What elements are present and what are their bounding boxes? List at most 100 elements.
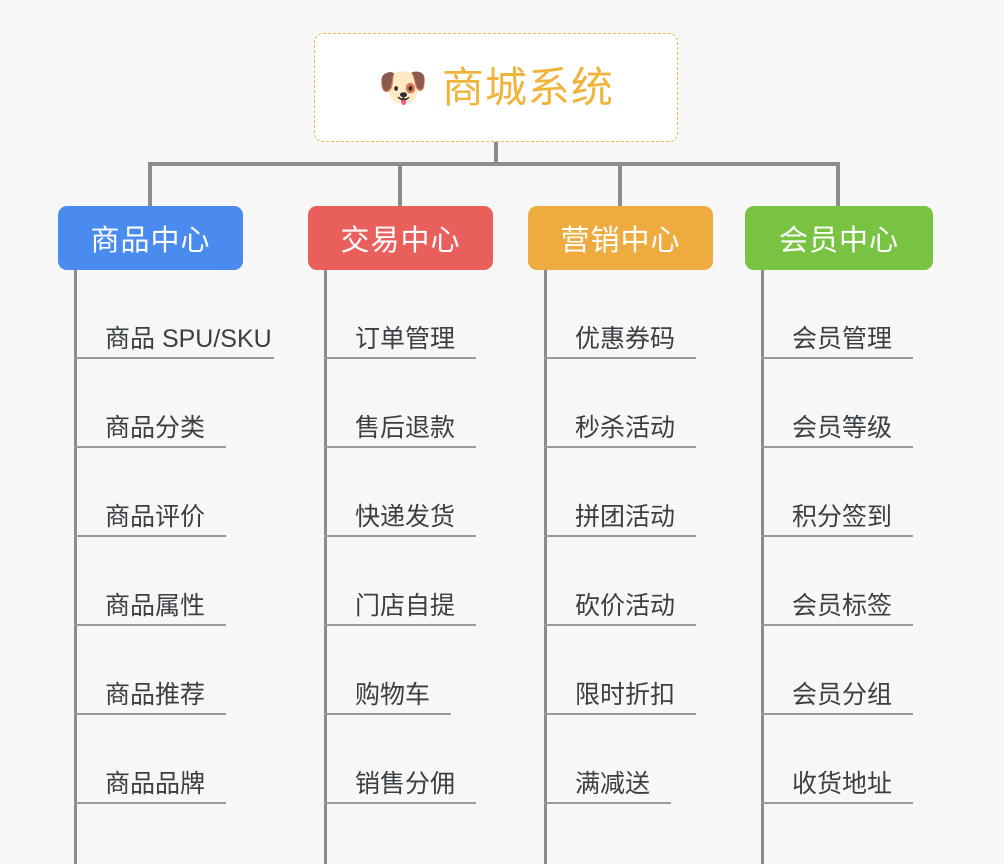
list-item[interactable]: 商品品牌 <box>74 715 272 804</box>
leaf-underline <box>761 624 913 626</box>
leaf-list-member-center: 会员管理 会员等级 积分签到 会员标签 会员分组 收货地址 <box>761 270 933 864</box>
leaf-label: 商品评价 <box>105 502 206 531</box>
leaf-label: 限时折扣 <box>575 680 676 709</box>
leaf-underline <box>324 624 476 626</box>
leaf-label: 拼团活动 <box>575 502 676 531</box>
leaf-label: 会员分组 <box>792 680 893 709</box>
leaf-label: 售后退款 <box>355 413 456 442</box>
list-item[interactable]: 商品推荐 <box>74 626 272 715</box>
leaf-label: 秒杀活动 <box>575 413 676 442</box>
category-label: 商品中心 <box>90 225 211 257</box>
leaf-label: 砍价活动 <box>575 591 676 620</box>
dog-face-icon: 🐶 <box>378 65 428 110</box>
leaf-spine <box>761 270 764 864</box>
leaf-label: 订单管理 <box>355 324 456 353</box>
leaf-label: 商品 SPU/SKU <box>105 324 272 353</box>
leaf-underline <box>544 624 696 626</box>
root-node[interactable]: 🐶 商城系统 <box>314 33 678 142</box>
category-box-marketing-center[interactable]: 营销中心 <box>528 206 713 270</box>
leaf-label: 门店自提 <box>355 591 456 620</box>
leaf-underline <box>761 357 913 359</box>
list-item[interactable]: 会员等级 <box>761 359 933 448</box>
leaf-list-marketing-center: 优惠券码 秒杀活动 拼团活动 砍价活动 限时折扣 满减送 <box>544 270 713 864</box>
list-item[interactable]: 会员管理 <box>761 270 933 359</box>
leaf-label: 优惠券码 <box>575 324 676 353</box>
mindmap-canvas: 🐶 商城系统 商品中心 商品 SPU/SKU 商品分类 商品评价 <box>58 33 933 864</box>
leaf-label: 商品属性 <box>105 591 206 620</box>
list-item[interactable]: 商品评价 <box>74 448 272 537</box>
category-box-member-center[interactable]: 会员中心 <box>745 206 933 270</box>
leaf-underline <box>74 535 226 537</box>
leaf-label: 会员等级 <box>792 413 893 442</box>
list-item[interactable]: 售后退款 <box>324 359 493 448</box>
leaf-underline <box>544 357 696 359</box>
leaf-underline <box>544 535 696 537</box>
category-box-product-center[interactable]: 商品中心 <box>58 206 243 270</box>
list-item[interactable]: 拼团活动 <box>544 448 713 537</box>
leaf-label: 会员管理 <box>792 324 893 353</box>
list-item[interactable]: 快递发货 <box>324 448 493 537</box>
leaf-underline <box>74 446 226 448</box>
leaf-underline <box>324 802 476 804</box>
branch-connector-product-center <box>148 162 152 210</box>
list-item[interactable]: 会员分组 <box>761 626 933 715</box>
leaf-underline <box>544 713 696 715</box>
leaf-list-trade-center: 订单管理 售后退款 快递发货 门店自提 购物车 销售分佣 <box>324 270 493 864</box>
leaf-underline <box>74 357 274 359</box>
list-item[interactable]: 收货地址 <box>761 715 933 804</box>
leaf-underline <box>761 802 913 804</box>
list-item[interactable]: 砍价活动 <box>544 537 713 626</box>
list-item[interactable]: 秒杀活动 <box>544 359 713 448</box>
leaf-label: 满减送 <box>575 769 651 798</box>
leaf-spine <box>324 270 327 864</box>
list-item[interactable]: 优惠券码 <box>544 270 713 359</box>
list-item[interactable]: 限时折扣 <box>544 626 713 715</box>
category-label: 营销中心 <box>560 225 681 257</box>
category-label: 交易中心 <box>340 225 461 257</box>
leaf-spine <box>544 270 547 864</box>
leaf-underline <box>324 535 476 537</box>
leaf-label: 商品品牌 <box>105 769 206 798</box>
leaf-underline <box>324 357 476 359</box>
root-connector-bar <box>148 162 840 166</box>
leaf-label: 收货地址 <box>792 769 893 798</box>
leaf-spine <box>74 270 77 864</box>
leaf-underline <box>324 446 476 448</box>
leaf-underline <box>324 713 451 715</box>
leaf-label: 购物车 <box>355 680 431 709</box>
leaf-underline <box>761 713 913 715</box>
leaf-label: 商品推荐 <box>105 680 206 709</box>
branch-column-trade-center: 交易中心 订单管理 售后退款 快递发货 门店自提 购物车 <box>308 206 493 864</box>
leaf-underline <box>74 624 226 626</box>
list-item[interactable]: 门店自提 <box>324 537 493 626</box>
leaf-label: 积分签到 <box>792 502 893 531</box>
leaf-underline <box>74 713 226 715</box>
list-item[interactable]: 销售分佣 <box>324 715 493 804</box>
leaf-label: 会员标签 <box>792 591 893 620</box>
list-item[interactable]: 商品 SPU/SKU <box>74 270 274 359</box>
list-item[interactable]: 满减送 <box>544 715 713 804</box>
leaf-label: 快递发货 <box>355 502 456 531</box>
list-item[interactable]: 商品分类 <box>74 359 272 448</box>
root-title: 商城系统 <box>441 63 614 111</box>
branch-connector-trade-center <box>398 162 402 210</box>
branch-column-product-center: 商品中心 商品 SPU/SKU 商品分类 商品评价 商品属性 商品推荐 <box>58 206 274 864</box>
branch-column-member-center: 会员中心 会员管理 会员等级 积分签到 会员标签 会员分组 <box>745 206 933 864</box>
list-item[interactable]: 商品属性 <box>74 537 272 626</box>
branch-connector-member-center <box>836 162 840 210</box>
root-connector-stem <box>494 142 498 166</box>
leaf-underline <box>761 446 913 448</box>
leaf-underline <box>74 802 226 804</box>
list-item[interactable]: 会员标签 <box>761 537 933 626</box>
list-item[interactable]: 购物车 <box>324 626 493 715</box>
branch-column-marketing-center: 营销中心 优惠券码 秒杀活动 拼团活动 砍价活动 限时折扣 <box>528 206 713 864</box>
leaf-label: 商品分类 <box>105 413 206 442</box>
branch-connector-marketing-center <box>618 162 622 210</box>
list-item[interactable]: 订单管理 <box>324 270 493 359</box>
leaf-list-product-center: 商品 SPU/SKU 商品分类 商品评价 商品属性 商品推荐 商品品牌 <box>74 270 274 864</box>
leaf-underline <box>761 535 913 537</box>
leaf-underline <box>544 802 671 804</box>
leaf-underline <box>544 446 696 448</box>
list-item[interactable]: 积分签到 <box>761 448 933 537</box>
category-box-trade-center[interactable]: 交易中心 <box>308 206 493 270</box>
